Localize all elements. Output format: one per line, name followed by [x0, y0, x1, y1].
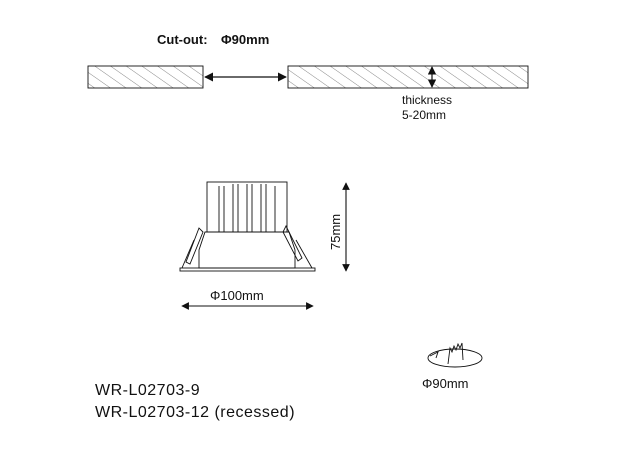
ceiling-panel-left [87, 65, 204, 89]
height-dimension: 75mm [328, 182, 350, 272]
cutout-section: Cut-out: Φ90mm thickness 5-20mm [87, 32, 529, 122]
diameter-dimension: Φ100mm [181, 288, 314, 310]
diameter-label: Φ100mm [210, 288, 264, 303]
trim-ring [179, 267, 316, 272]
hole-saw-diameter: Φ90mm [422, 376, 469, 391]
hole-saw-icon [427, 342, 483, 368]
model-number-2: WR-L02703-12 (recessed) [95, 404, 296, 421]
lamp-body [198, 231, 296, 269]
spring-wire-right [295, 239, 313, 269]
ceiling-panel-right [287, 65, 529, 89]
thickness-range: 5-20mm [402, 108, 446, 122]
spring-clip-right [282, 224, 303, 262]
spring-wire-left [181, 239, 195, 269]
thickness-label: thickness [402, 93, 452, 107]
cutout-label: Cut-out: [157, 32, 208, 47]
downlight-side-view [179, 181, 316, 272]
cutout-value: Φ90mm [221, 32, 269, 47]
height-label: 75mm [328, 214, 343, 250]
spring-clip-left [185, 227, 204, 265]
model-number-1: WR-L02703-9 [95, 382, 201, 399]
